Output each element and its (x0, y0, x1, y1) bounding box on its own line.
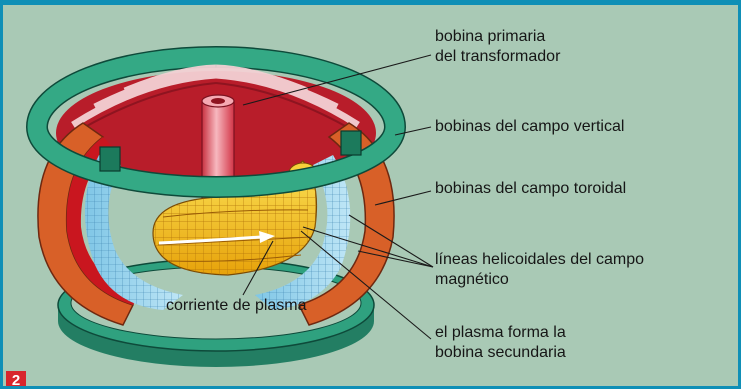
figure-number-badge: 2 (6, 371, 26, 389)
label-helical-field-lines: líneas helicoidales del campo magnético (435, 250, 644, 290)
label-toroidal-field-coils: bobinas del campo toroidal (435, 179, 626, 199)
tokamak-illustration (3, 5, 738, 386)
label-plasma-current: corriente de plasma (166, 296, 307, 316)
label-vertical-field-coils: bobinas del campo vertical (435, 117, 624, 137)
label-primary-coil: bobina primaria del transformador (435, 27, 560, 67)
label-secondary-coil: el plasma forma la bobina secundaria (435, 323, 566, 363)
